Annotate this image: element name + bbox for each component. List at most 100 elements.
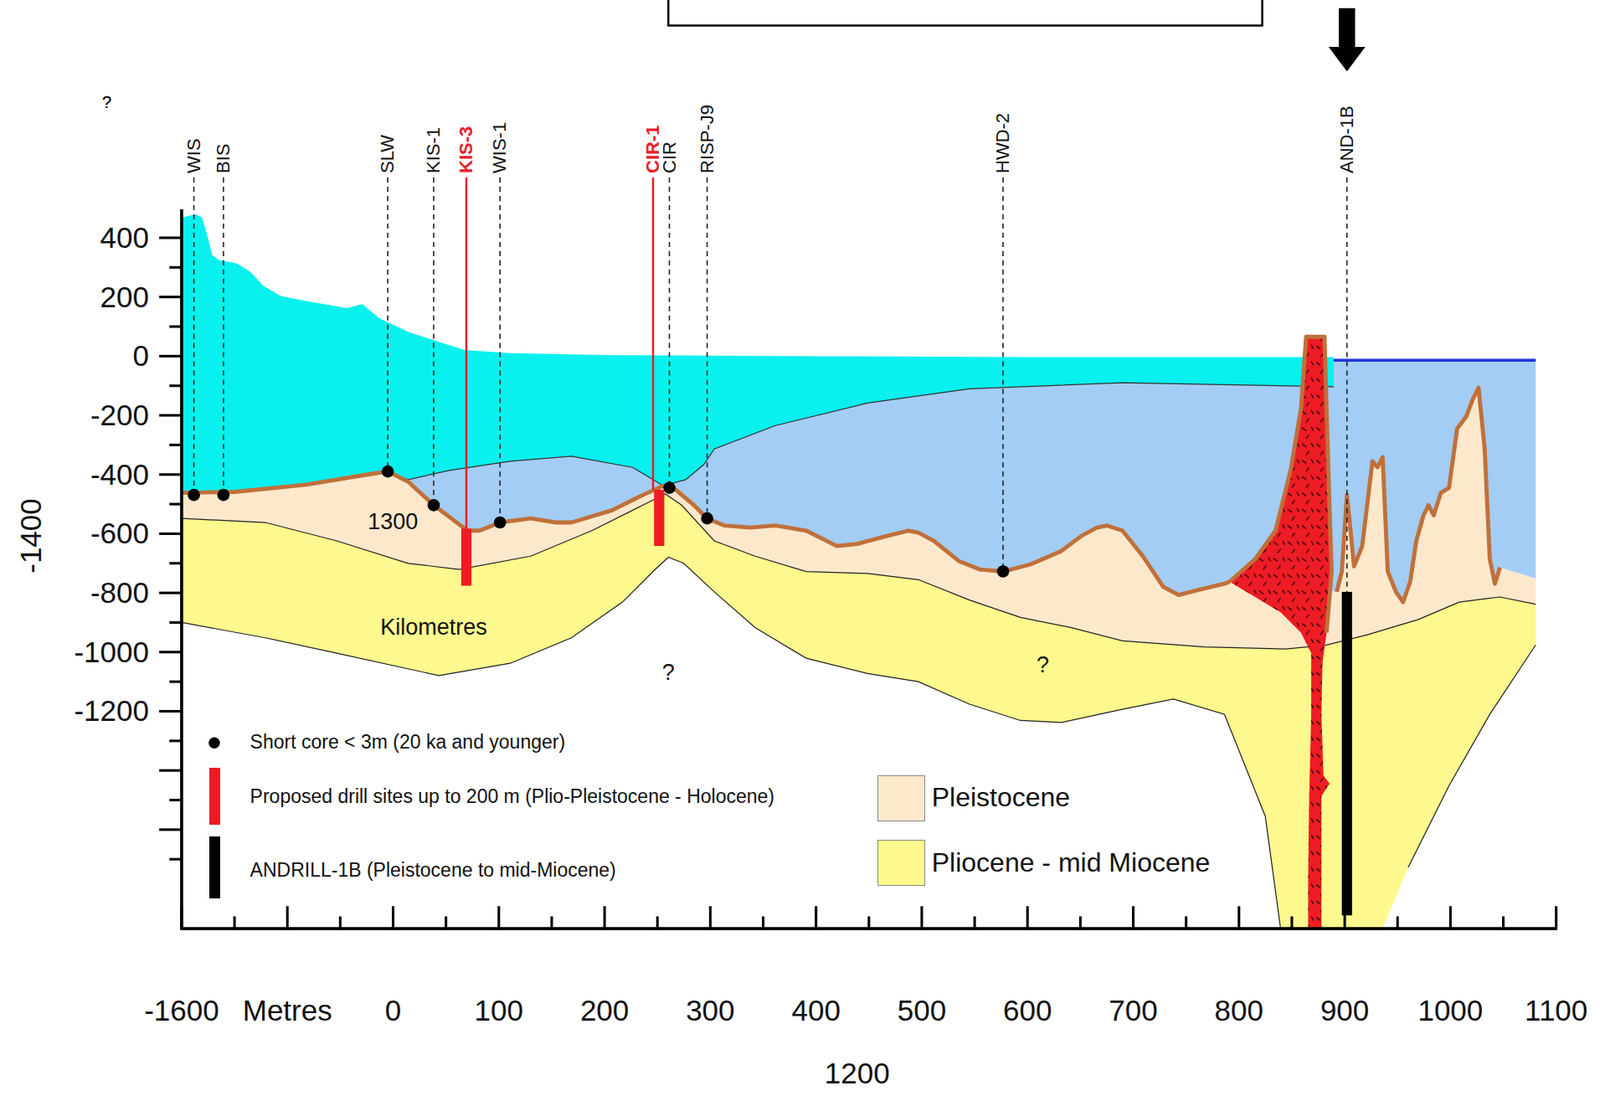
axis-title: Metres	[242, 993, 333, 1027]
site-label: BIS	[213, 144, 234, 174]
x-tick	[233, 915, 237, 929]
y-tick-label: 0	[132, 339, 149, 373]
core-leader	[193, 177, 196, 495]
core-leader	[1002, 177, 1004, 572]
x-tick-label: 800	[1214, 993, 1264, 1027]
core-leader	[706, 177, 709, 519]
core-leader	[1346, 177, 1348, 592]
x-tick	[1184, 915, 1188, 929]
y-tick-label: -800	[90, 576, 150, 610]
legend-swatch	[877, 775, 926, 822]
y-tick-label: -1200	[73, 694, 150, 728]
x-tick	[1502, 915, 1505, 929]
legend-text: Pliocene - mid Miocene	[931, 848, 1211, 878]
y-tick	[159, 709, 182, 713]
x-tick-label: 1200	[824, 1057, 891, 1091]
x-tick-label: 400	[791, 993, 840, 1027]
x-tick	[867, 915, 870, 929]
short-core-dot	[187, 488, 201, 502]
y-axis	[180, 209, 184, 930]
x-tick	[1396, 915, 1400, 929]
x-tick	[656, 915, 659, 929]
y-tick	[159, 650, 182, 654]
layer-boundary	[181, 556, 1383, 929]
y-tick	[169, 680, 182, 684]
drill-bar	[461, 528, 472, 586]
short-core-dot	[663, 481, 676, 494]
short-core-dot	[381, 465, 395, 479]
unknown-mark: ?	[662, 661, 675, 687]
sea-surface	[1333, 358, 1536, 362]
x-tick	[497, 905, 500, 929]
y-tick-label: -1600	[144, 993, 220, 1027]
x-tick-label: 0	[385, 993, 402, 1027]
site-label: AND-1B	[1337, 106, 1358, 175]
title-frame	[668, 0, 1262, 26]
x-tick	[391, 905, 395, 929]
short-core-dot	[700, 512, 714, 525]
seafloor-line	[1337, 387, 1501, 602]
pointer-arrow	[1328, 8, 1366, 73]
x-tick	[1554, 905, 1558, 929]
y-tick-label: -1400	[14, 498, 47, 574]
ice-base	[387, 382, 1334, 486]
y-tick	[159, 473, 182, 476]
x-tick-label: 600	[1003, 993, 1052, 1027]
drill-line	[652, 177, 654, 490]
x-tick-label: 500	[897, 993, 947, 1027]
y-tick	[159, 532, 182, 536]
x-tick	[1290, 915, 1293, 929]
y-tick	[169, 798, 182, 802]
y-tick-label: -400	[90, 457, 150, 491]
x-tick	[1237, 905, 1240, 929]
legend-text: ANDRILL-1B (Pleistocene to mid-Miocene)	[250, 859, 617, 881]
y-tick	[159, 295, 182, 299]
site-label: KIS-1	[423, 127, 444, 174]
y-tick-label: -1000	[73, 636, 150, 669]
y-tick	[159, 414, 182, 417]
core-leader	[222, 177, 225, 495]
unknown-mark: ?	[102, 92, 112, 112]
x-tick-label: 900	[1320, 993, 1369, 1027]
x-tick-label: 200	[580, 993, 629, 1027]
y-tick	[169, 443, 182, 447]
x-tick-label: 1100	[1524, 993, 1588, 1027]
short-core-dot	[493, 516, 507, 530]
y-tick	[159, 354, 182, 358]
x-tick	[920, 905, 923, 929]
y-tick-label: -600	[90, 517, 150, 551]
legend-swatch	[209, 836, 221, 898]
y-tick	[159, 828, 182, 831]
x-tick	[444, 915, 448, 929]
legend-swatch	[877, 839, 926, 886]
x-tick	[1079, 915, 1082, 929]
volcanic-edifice	[1229, 336, 1333, 929]
x-tick	[973, 915, 977, 929]
site-label: CIR	[658, 141, 680, 174]
x-tick	[339, 915, 342, 929]
site-label: SLW	[377, 134, 398, 174]
y-tick	[169, 858, 182, 861]
ice-sheet	[181, 214, 1334, 494]
axis-title: Kilometres	[380, 615, 488, 641]
y-tick	[169, 503, 182, 506]
x-tick	[709, 905, 712, 929]
layer-boundary	[1408, 644, 1536, 868]
core-leader	[668, 177, 671, 489]
short-core-dot	[217, 488, 231, 502]
y-tick-label: 400	[100, 221, 150, 255]
unknown-mark: ?	[1036, 653, 1050, 679]
site-label: KIS-3	[456, 126, 477, 174]
x-tick	[180, 905, 183, 929]
x-tick-label: 700	[1108, 993, 1158, 1027]
x-tick	[1131, 905, 1135, 929]
legend-text: Proposed drill sites up to 200 m (Plio-P…	[250, 786, 775, 808]
x-tick-label: 1300	[367, 509, 418, 536]
y-tick-label: 200	[100, 280, 150, 314]
drill-bar	[653, 489, 664, 546]
volcanic-texture	[1229, 336, 1333, 929]
site-label: WIS	[183, 138, 204, 175]
site-label: RISP-J9	[697, 104, 718, 174]
site-label: HWD-2	[992, 113, 1014, 174]
